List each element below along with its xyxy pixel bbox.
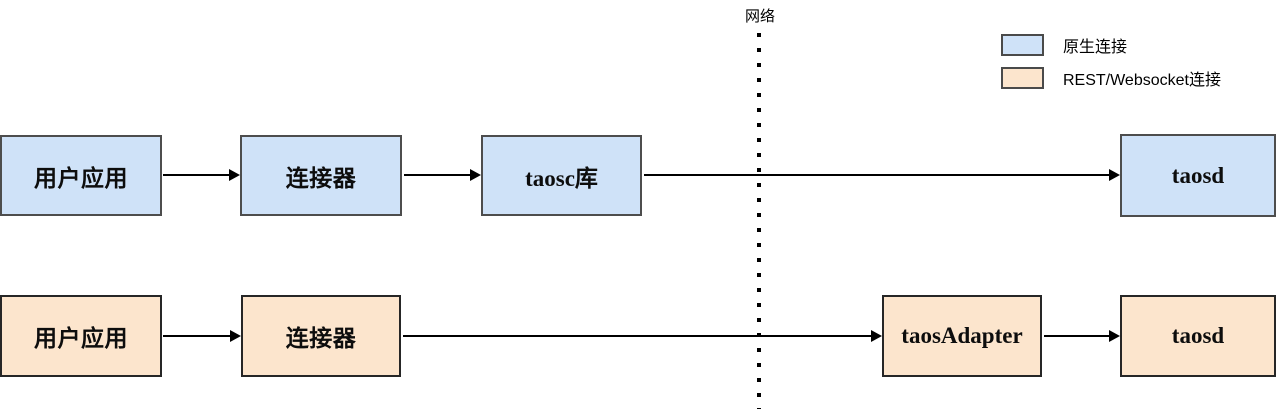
legend-item-rest: REST/Websocket连接 — [1001, 66, 1221, 90]
arrow-userapp-to-connector-rest — [163, 330, 241, 342]
arrow-connector-to-taosadapter — [403, 330, 882, 342]
legend: 原生连接 REST/Websocket连接 — [1001, 33, 1221, 90]
legend-item-native: 原生连接 — [1001, 33, 1221, 57]
legend-label-rest: REST/Websocket连接 — [1063, 72, 1221, 89]
arrow-taosc-to-taosd — [644, 169, 1120, 181]
node-taos-adapter: taosAdapter — [882, 295, 1042, 377]
node-taosd-native: taosd — [1120, 134, 1276, 217]
network-divider-line — [757, 33, 761, 409]
arrow-connector-to-taosc — [404, 169, 481, 181]
node-user-app-native: 用户应用 — [0, 135, 162, 216]
legend-swatch-rest-icon — [1001, 67, 1044, 89]
network-divider-label: 网络 — [744, 8, 776, 25]
node-taosd-rest: taosd — [1120, 295, 1276, 377]
node-taosc-lib: taosc库 — [481, 135, 642, 216]
arrow-taosadapter-to-taosd — [1044, 330, 1120, 342]
node-connector-native: 连接器 — [240, 135, 402, 216]
node-connector-rest: 连接器 — [241, 295, 401, 377]
legend-swatch-native-icon — [1001, 34, 1044, 56]
legend-label-native: 原生连接 — [1063, 39, 1128, 56]
node-user-app-rest: 用户应用 — [0, 295, 162, 377]
arrow-userapp-to-connector-native — [163, 169, 240, 181]
